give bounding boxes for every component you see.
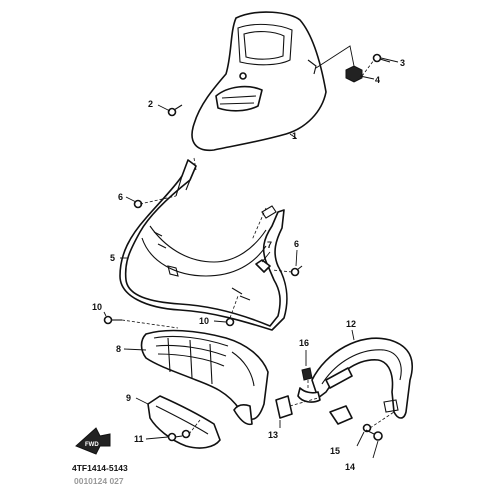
- callout-13: 13: [268, 430, 278, 440]
- callout-numbers: 1 2 3 4 5 6 6 7 8 9 10 10 11 12 13 14 15…: [92, 58, 405, 472]
- fwd-label: FWD: [85, 442, 99, 448]
- screw-part-3: [372, 53, 391, 63]
- leader-lines: [103, 45, 399, 459]
- callout-9: 9: [126, 393, 131, 403]
- callout-12: 12: [346, 319, 356, 329]
- bracket-part-13: [275, 395, 293, 419]
- callout-16: 16: [299, 338, 309, 348]
- callout-4: 4: [375, 75, 380, 85]
- screw-part-2: [167, 104, 183, 117]
- clip-part-7: [255, 259, 271, 273]
- callout-14: 14: [345, 462, 355, 472]
- callout-15: 15: [330, 446, 340, 456]
- assembly-lines: [121, 59, 395, 435]
- nut-part-4: [345, 65, 363, 83]
- callout-6-right: 6: [294, 239, 299, 249]
- callout-10-left: 10: [92, 302, 102, 312]
- collar-part-16: [297, 367, 321, 403]
- callout-6-left: 6: [118, 192, 123, 202]
- callout-3: 3: [400, 58, 405, 68]
- screw-part-10-left: [103, 315, 122, 325]
- callout-2: 2: [148, 99, 153, 109]
- upper-cowling: [191, 11, 327, 151]
- footer-code: 0010124 027: [74, 476, 124, 484]
- callout-1: 1: [292, 131, 297, 141]
- callout-11: 11: [134, 434, 144, 444]
- screw-part-6-right: [290, 265, 303, 277]
- screw-part-10-right: [225, 317, 235, 327]
- inner-panel: [140, 329, 269, 426]
- callout-7: 7: [267, 240, 272, 250]
- lower-cover: [147, 395, 221, 449]
- part-code: 4TF1414-5143: [72, 463, 128, 473]
- callout-8: 8: [116, 344, 121, 354]
- callout-10-right: 10: [199, 316, 209, 326]
- front-fender: [311, 337, 414, 425]
- main-cowling: [119, 159, 288, 331]
- callout-5: 5: [110, 253, 115, 263]
- fwd-arrow-icon: FWD: [75, 427, 111, 455]
- bolt-part-14: [365, 429, 383, 441]
- screw-part-11: [167, 432, 183, 442]
